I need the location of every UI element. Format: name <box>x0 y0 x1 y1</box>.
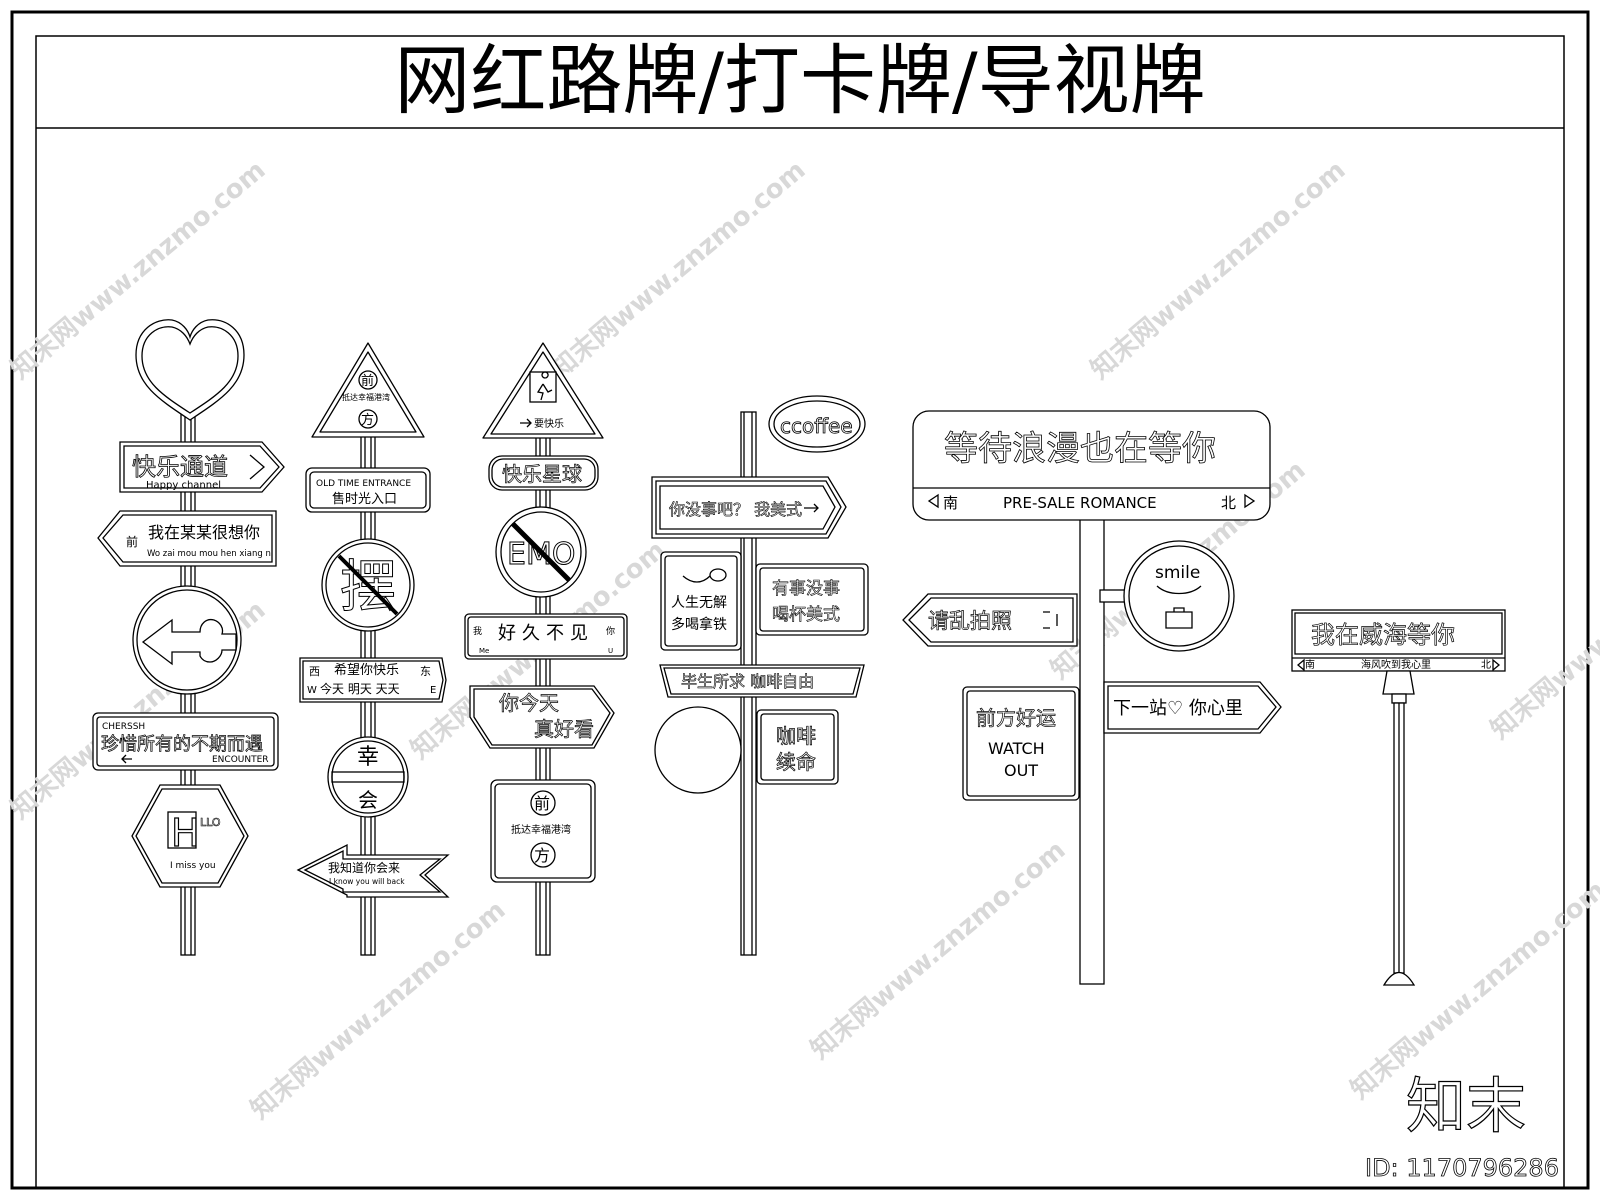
heart-arrow-icon <box>141 618 237 666</box>
sign-post-romance: 等待浪漫也在等你 南 PRE-SALE ROMANCE 北 smile 请乱拍照… <box>902 410 1282 985</box>
watermark: 知末网www.znzmo.com <box>1345 875 1600 1105</box>
sign-post-triangle: 前 抵达幸福港湾 方 OLD TIME ENTRANCE 售时光入口 摆 西 希… <box>296 342 450 956</box>
smile-icon <box>1156 585 1202 595</box>
para-line2: 真好看 <box>534 717 594 741</box>
sign-post-coffee: ccoffee 你没事吧？ 我美式 人生无解 多喝拿铁 有事没事 喝杯美式 毕生… <box>651 395 869 956</box>
luck-bottom-char: 会 <box>358 788 378 812</box>
hello-small-letters: LLO <box>200 816 221 829</box>
happy-channel-en: Happy channel <box>146 480 221 491</box>
arrow-right-icon <box>520 418 532 428</box>
happy-channel-cn: 快乐通道 <box>132 453 228 481</box>
sq-bottom-char: 方 <box>534 846 550 865</box>
box3-line1: 咖啡 <box>776 724 816 748</box>
miss-front-label: 前 <box>126 534 138 549</box>
lucky-cn: 前方好运 <box>976 706 1056 730</box>
old-time-cn: 售时光入口 <box>332 491 397 507</box>
sheet-frame <box>10 10 1590 1190</box>
weihai-title-cn: 我在威海等你 <box>1311 621 1455 649</box>
wish-days: 今天 明天 天天 <box>320 681 400 696</box>
encounter-label: ENCOUNTER <box>212 755 269 765</box>
weihai-mid-cn: 海风吹到我心里 <box>1361 658 1431 671</box>
romance-mid-en: PRE-SALE ROMANCE <box>1003 494 1157 512</box>
tri-mid-text: 抵达幸福港湾 <box>342 392 390 402</box>
box2-line1: 有事没事 <box>772 579 840 599</box>
hello-big-letter: H <box>171 811 200 855</box>
miss-you-cn: 我在某某很想你 <box>148 523 260 542</box>
coffee-arrow-cn: 你没事吧？ 我美式 <box>669 500 802 519</box>
long-left-char: 我 <box>473 626 482 637</box>
box2-line2: 喝杯美式 <box>772 605 840 625</box>
long-u-label: U <box>608 647 613 655</box>
box1-line2: 多喝拿铁 <box>671 616 727 633</box>
wish-w-label: W <box>307 685 317 696</box>
wish-e-label: E <box>430 685 436 696</box>
miss-you-sub: I miss you <box>170 861 216 871</box>
watermark: 知末网www.znzmo.com <box>545 155 811 385</box>
arrow-cn: 我知道你会来 <box>328 861 400 875</box>
coffee-bean-icon <box>682 575 711 583</box>
romance-title-cn: 等待浪漫也在等你 <box>944 429 1216 469</box>
watermark: 知末网www.znzmo.com <box>1085 155 1351 385</box>
brand-id: ID: 1170796286 <box>1365 1154 1559 1182</box>
arrow-right-icon <box>1244 493 1256 509</box>
cherish-cn: 珍惜所有的不期而遇 <box>101 734 263 755</box>
para-line1: 你今天 <box>499 691 559 715</box>
tri-bottom-char: 方 <box>361 412 374 428</box>
sq-top-char: 前 <box>534 794 550 813</box>
long-me-label: Me <box>479 647 489 655</box>
romance-north: 北 <box>1221 494 1236 512</box>
photo-cn: 请乱拍照 <box>928 609 1012 633</box>
long-right-char: 你 <box>606 625 615 637</box>
arrow-right-icon <box>249 454 265 480</box>
sign-post-weihai: 我在威海等你 南 海风吹到我心里 北 <box>1291 609 1506 986</box>
tri-top-char: 前 <box>361 373 374 389</box>
arrow-en: I know you will back <box>329 877 405 886</box>
lamp-head-icon <box>1382 670 1415 695</box>
sign-post-emo: 要快乐 快乐星球 EMO 我 好久不见 你 Me U 你今天 真好看 前 抵达幸… <box>464 342 628 956</box>
watch-line1: WATCH <box>988 739 1045 758</box>
cherish-label: CHERSSH <box>102 722 145 732</box>
arrow-left-icon <box>927 493 939 509</box>
coffee-band-cn: 毕生所求 咖啡自由 <box>681 672 814 691</box>
smile-text: smile <box>1155 563 1200 583</box>
star-cn: 快乐星球 <box>502 462 582 486</box>
bag-icon <box>1165 607 1193 629</box>
sign-post-heart: 快乐通道 Happy channel 前 我在某某很想你 Wo zai mou … <box>92 319 285 956</box>
tri-text: 要快乐 <box>534 418 564 430</box>
watermark: 知末网www.znzmo.com <box>805 835 1071 1065</box>
luck-top-char: 幸 <box>357 745 379 770</box>
box3-line2: 续命 <box>776 750 816 774</box>
weihai-north: 北 <box>1481 659 1491 671</box>
arrow-left-icon <box>1296 658 1305 672</box>
wish-cn: 希望你快乐 <box>334 662 399 678</box>
arrow-right-icon <box>804 503 819 513</box>
heart-icon <box>135 319 245 421</box>
weihai-south: 南 <box>1305 658 1315 671</box>
coffee-logo: ccoffee <box>780 414 853 438</box>
old-time-en: OLD TIME ENTRANCE <box>316 479 411 489</box>
page-title: 网红路牌/打卡牌/导视牌 <box>394 36 1206 125</box>
brand-logo: 知末 <box>1406 1072 1526 1142</box>
sq-mid-text: 抵达幸福港湾 <box>511 823 571 836</box>
miss-you-en: Wo zai mou mou hen xiang ni <box>147 549 273 559</box>
long-cn: 好久不见 <box>498 623 594 644</box>
smiley-face-icon <box>1043 611 1058 629</box>
emo-text: EMO <box>507 537 575 572</box>
wish-east-label: 东 <box>420 665 431 678</box>
box1-line1: 人生无解 <box>671 595 727 611</box>
next-stop-cn: 下一站♡ 你心里 <box>1113 698 1243 719</box>
watch-line2: OUT <box>1004 761 1038 780</box>
romance-south: 南 <box>943 494 958 512</box>
arrow-left-icon <box>121 754 132 764</box>
wish-west-label: 西 <box>309 665 320 678</box>
watermark: 知末网www.znzmo.com <box>245 895 511 1125</box>
arrow-right-icon <box>1492 658 1501 672</box>
